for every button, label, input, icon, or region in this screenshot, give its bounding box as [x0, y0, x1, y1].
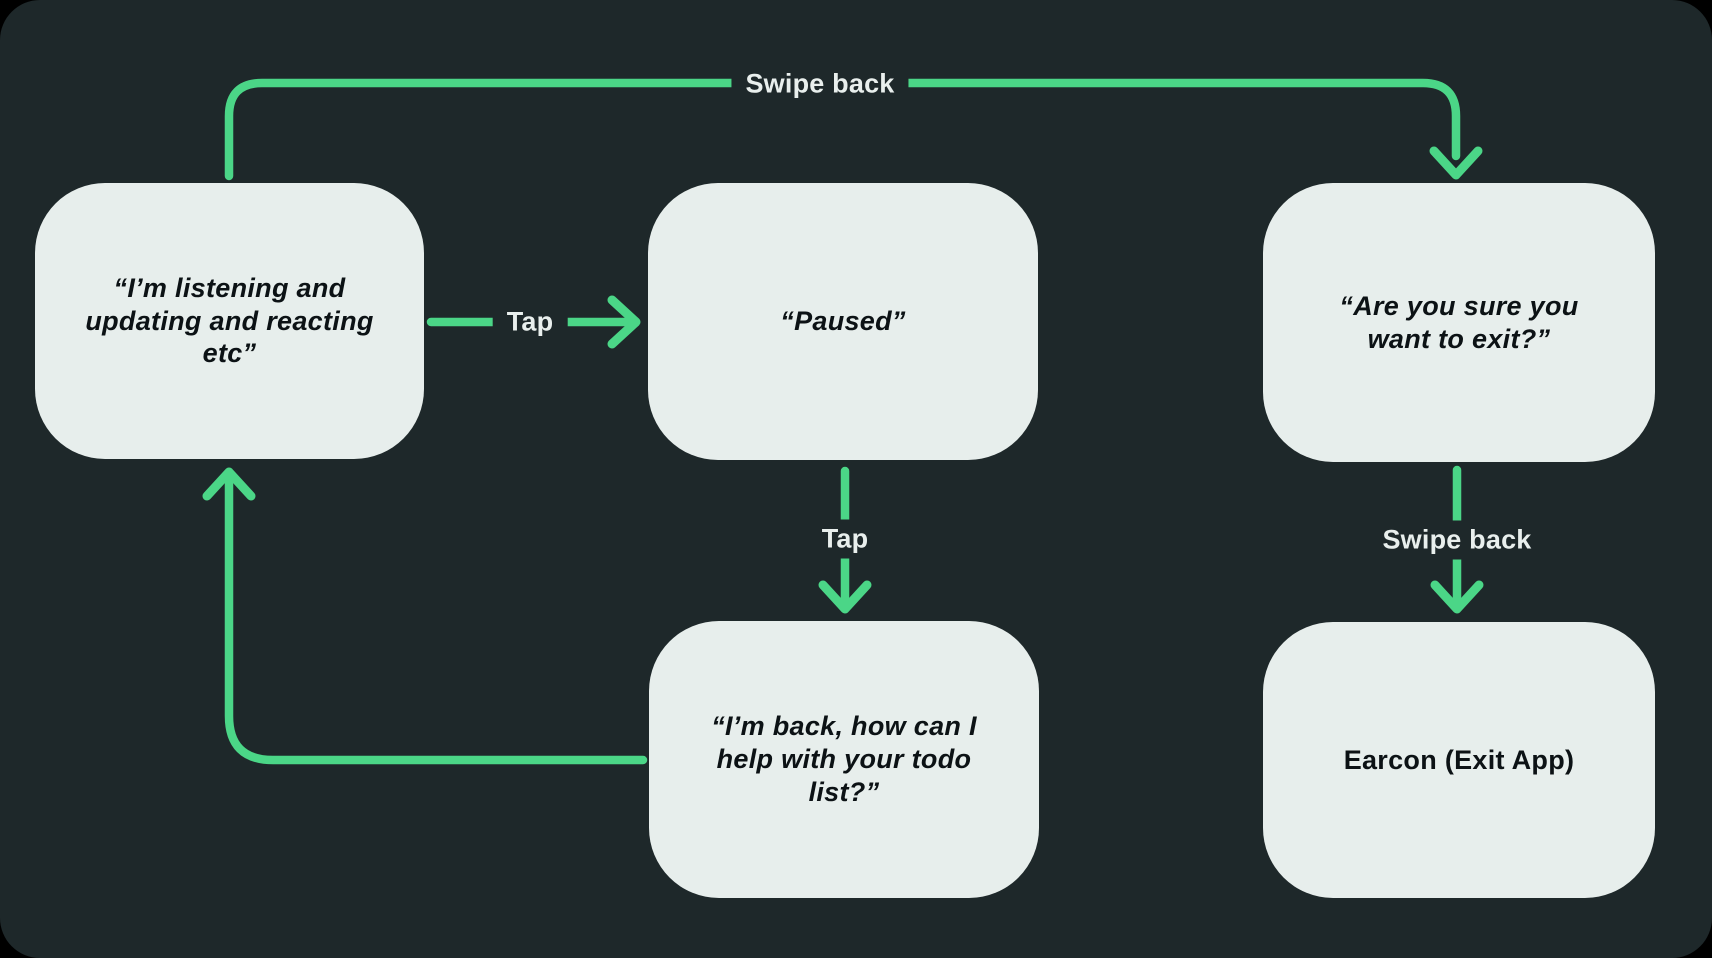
node-exit-confirm: “Are you sure you want to exit?”	[1263, 183, 1655, 462]
node-exit-confirm-label: “Are you sure you want to exit?”	[1339, 290, 1579, 354]
arrowhead-down-into-back	[818, 580, 872, 614]
node-earcon-label: Earcon (Exit App)	[1343, 744, 1575, 775]
arrowhead-down-into-exit-confirm	[1429, 146, 1483, 180]
node-back: “I’m back, how can I help with your todo…	[649, 621, 1039, 898]
edge-label-swipe-back-top: Swipe back	[731, 64, 909, 104]
node-paused: “Paused”	[648, 183, 1038, 460]
node-listening-label: “I’m listening and updating and reacting…	[85, 272, 374, 369]
edge-label-swipe-back-down: Swipe back	[1368, 520, 1546, 560]
node-earcon: Earcon (Exit App)	[1263, 622, 1655, 898]
node-listening: “I’m listening and updating and reacting…	[35, 183, 424, 459]
edge-label-tap-down: Tap	[807, 519, 883, 559]
edge-back-to-listening	[224, 470, 648, 765]
edge-label-tap-right: Tap	[492, 302, 568, 342]
arrowhead-right-into-paused	[607, 295, 641, 349]
node-back-label: “I’m back, how can I help with your todo…	[711, 711, 977, 807]
arrowhead-up-into-listening	[202, 467, 256, 501]
arrowhead-down-into-earcon	[1430, 580, 1484, 614]
node-paused-label: “Paused”	[780, 306, 906, 337]
